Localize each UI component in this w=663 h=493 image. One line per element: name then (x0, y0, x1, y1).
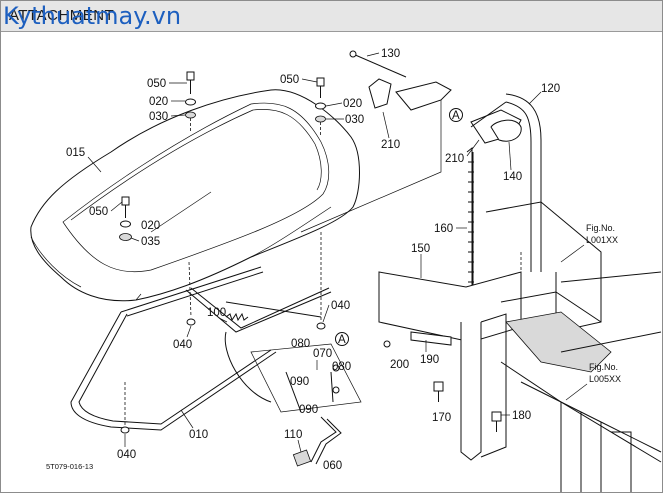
callout-200: 200 (390, 359, 409, 371)
callout-080-lower: 080 (332, 361, 351, 373)
roof-bolt-left (185, 71, 196, 132)
callout-035: 035 (141, 236, 160, 248)
lower-frame (70, 232, 332, 434)
callout-180: 180 (512, 410, 531, 422)
fig-ref-label-1: Fig.No. (586, 223, 615, 233)
callout-060: 060 (323, 460, 342, 472)
ref-letter-a-lower: A (338, 334, 346, 346)
fig-ref-code-2: L005XX (589, 374, 621, 384)
fig-ref-code-1: L001XX (586, 235, 618, 245)
callout-090-lower: 090 (299, 404, 318, 416)
callout-050-right: 050 (280, 74, 299, 86)
callout-140: 140 (503, 171, 522, 183)
callout-160: 160 (434, 223, 453, 235)
callout-080-upper: 080 (291, 338, 310, 350)
title-bar: ATTACHMENT Kythuatmay.vn (1, 1, 662, 32)
roof-bolt-front (119, 196, 132, 241)
tractor-body-outline (485, 201, 662, 492)
callout-010: 010 (189, 429, 208, 441)
fig-ref-label-2: Fig.No. (589, 362, 618, 372)
callout-040-left: 040 (173, 339, 192, 351)
callout-120: 120 (541, 83, 560, 95)
spring (224, 312, 272, 403)
callout-100: 100 (207, 307, 226, 319)
callout-150: 150 (411, 243, 430, 255)
watermark-text: Kythuatmay.vn (3, 2, 182, 30)
rear-attachment (300, 50, 542, 461)
callout-040-bottom: 040 (117, 449, 136, 461)
callout-090-upper: 090 (290, 376, 309, 388)
lever-assembly (250, 343, 362, 467)
callout-070: 070 (313, 348, 332, 360)
callout-020-right: 020 (343, 98, 362, 110)
exploded-parts-diagram: A A 050 020 030 050 020 030 015 050 020 … (30, 48, 662, 492)
callout-020-front: 020 (141, 220, 160, 232)
callout-210-left: 210 (381, 139, 400, 151)
callout-170: 170 (432, 412, 451, 424)
callout-030-left: 030 (149, 111, 168, 123)
canopy-roof (30, 89, 360, 302)
callout-040-right: 040 (331, 300, 350, 312)
page-title: ATTACHMENT (9, 7, 115, 24)
callout-020-left: 020 (149, 96, 168, 108)
ref-circle-a-lower (335, 332, 349, 346)
callout-110: 110 (284, 429, 302, 441)
ref-circle-a-upper (449, 108, 463, 122)
callout-030-right: 030 (345, 114, 364, 126)
callout-190: 190 (420, 354, 439, 366)
drawing-code: 5T079-016-13 (46, 462, 93, 471)
ref-letter-a-upper: A (452, 110, 460, 122)
callout-050-front: 050 (89, 206, 108, 218)
callout-130: 130 (381, 48, 400, 60)
callout-015: 015 (66, 147, 85, 159)
callout-210-right: 210 (445, 153, 464, 165)
callout-050-left: 050 (147, 78, 166, 90)
